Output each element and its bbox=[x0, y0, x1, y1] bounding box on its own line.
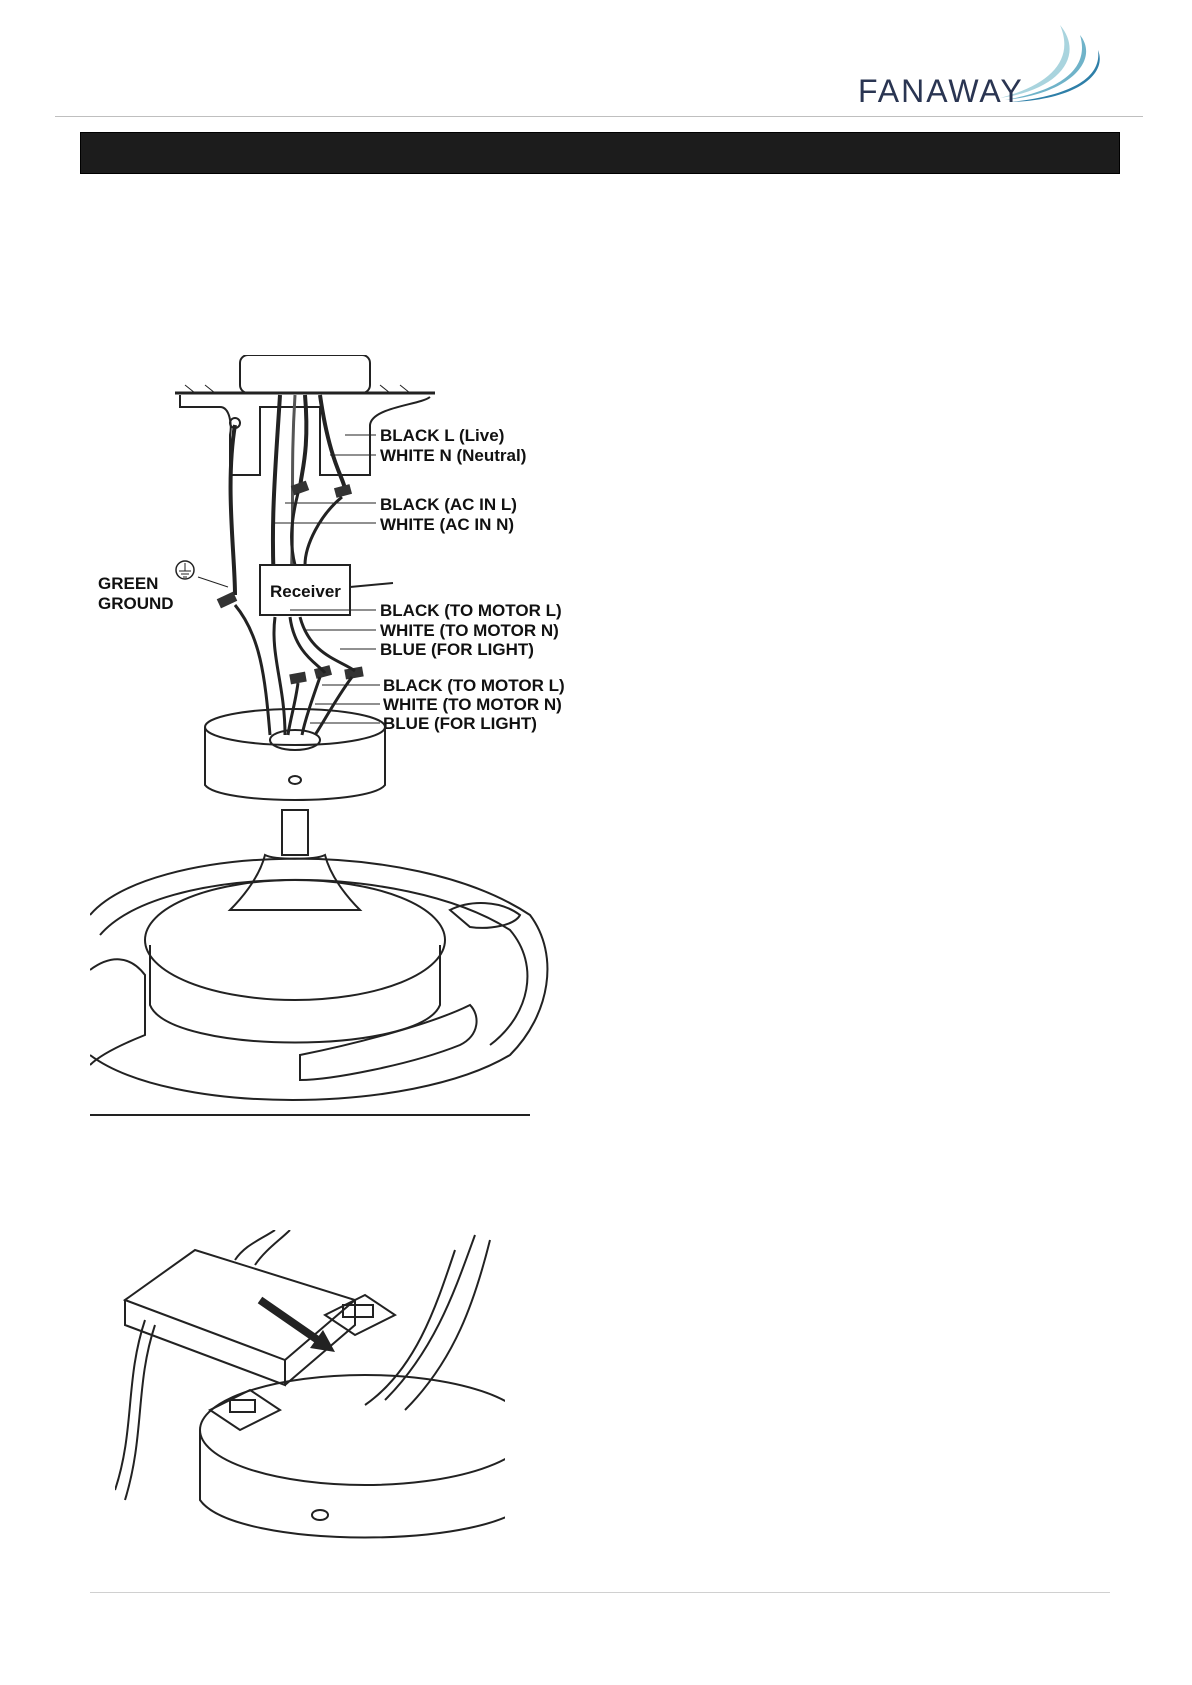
fanaway-logo: FANAWAY bbox=[850, 20, 1110, 110]
label-blue-light-1: BLUE (FOR LIGHT) bbox=[380, 640, 534, 659]
receiver-label: Receiver bbox=[270, 582, 341, 601]
wire-bundle bbox=[115, 1235, 490, 1500]
logo-wordmark: FANAWAY bbox=[858, 73, 1024, 109]
label-black-motor-2: BLACK (TO MOTOR L) bbox=[383, 676, 565, 695]
label-black-motor-1: BLACK (TO MOTOR L) bbox=[380, 601, 562, 620]
footer-divider bbox=[90, 1592, 1110, 1593]
label-white-ac-in: WHITE (AC IN N) bbox=[380, 515, 514, 534]
label-white-motor-1: WHITE (TO MOTOR N) bbox=[380, 621, 559, 640]
wire-bracket-left bbox=[210, 1390, 280, 1430]
label-white-neutral: WHITE N (Neutral) bbox=[380, 446, 526, 465]
label-ground: GROUND bbox=[98, 594, 174, 613]
label-black-live: BLACK L (Live) bbox=[380, 426, 504, 445]
wiring-diagram: Receiver BLACK L (Live) WHITE N (Neutral… bbox=[90, 355, 610, 1175]
receiver-box: Receiver bbox=[260, 565, 393, 615]
receiver-module bbox=[125, 1230, 355, 1385]
label-green: GREEN bbox=[98, 574, 158, 593]
receiver-insertion-diagram bbox=[115, 1230, 505, 1560]
wire-bracket-right bbox=[325, 1295, 395, 1335]
ground-symbol-icon bbox=[176, 561, 194, 579]
label-white-motor-2: WHITE (TO MOTOR N) bbox=[383, 695, 562, 714]
label-blue-light-2: BLUE (FOR LIGHT) bbox=[383, 714, 537, 733]
section-title-bar bbox=[80, 132, 1120, 174]
label-black-ac-in: BLACK (AC IN L) bbox=[380, 495, 517, 514]
downrod bbox=[282, 810, 308, 855]
fan-motor-and-blades bbox=[90, 855, 547, 1115]
header-divider bbox=[55, 116, 1143, 117]
